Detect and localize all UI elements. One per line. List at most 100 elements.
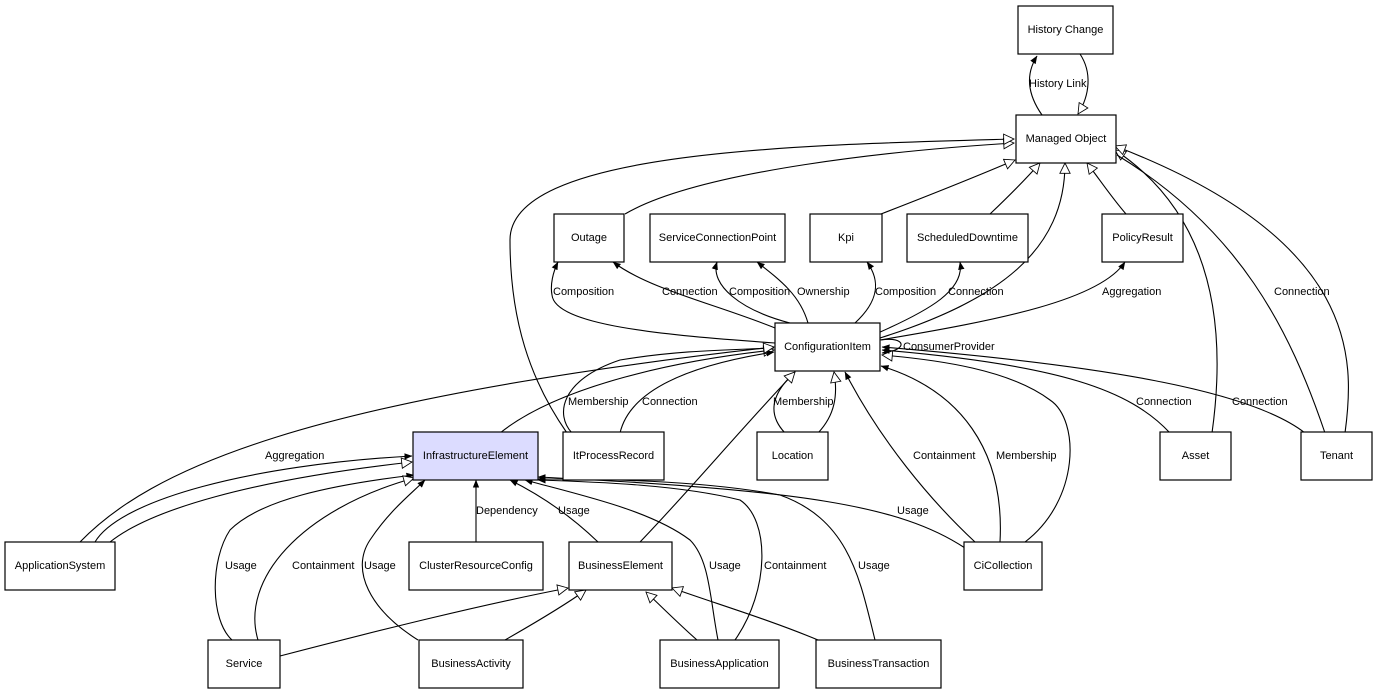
node-application-system[interactable]: ApplicationSystem [4,541,116,591]
edge-label-tenant-mo-connection: Connection [1274,286,1330,298]
edge-label-ci-downtime-connection: Connection [948,286,1004,298]
edge-downtime-inherits-managed-object [989,163,1040,215]
node-tenant[interactable]: Tenant [1300,431,1373,481]
node-label: Outage [571,232,607,244]
edge-kpi-inherits-managed-object [880,160,1015,215]
edge-label-bapp-ie-usage: Usage [709,560,741,572]
node-label: ConfigurationItem [784,341,871,353]
node-configuration-item[interactable]: ConfigurationItem [774,322,881,372]
edge-ci-downtime-connection: Connection [877,261,1004,334]
edge-ci-outage-composition: Composition [550,261,776,344]
edge-label-cluster-ie-dependency: Dependency [476,505,538,517]
node-service[interactable]: Service [207,639,281,689]
node-service-connection-point[interactable]: ServiceConnectionPoint [649,213,786,263]
edge-bapp-ie-containment: Containment [537,477,826,641]
node-cluster-resource-config[interactable]: ClusterResourceConfig [408,541,544,591]
node-infrastructure-element[interactable]: InfrastructureElement [412,431,539,481]
edge-ci-policy-aggregation: Aggregation [879,261,1161,341]
edge-label-ci-kpi-composition: Composition [875,286,936,298]
node-label: Managed Object [1026,133,1107,145]
edge-label-history-link: History Link [1029,78,1087,90]
node-business-application[interactable]: BusinessApplication [659,639,780,689]
edge-appsys-inherits-ci [79,347,774,543]
node-label: Service [226,658,263,670]
node-label: BusinessApplication [670,658,768,670]
edge-label-ci-self-consumer-provider: ConsumerProvider [903,341,995,353]
node-policy-result[interactable]: PolicyResult [1101,213,1184,263]
node-label: BusinessActivity [431,658,511,670]
edge-ci-inherits-managed-object [879,163,1065,339]
edge-collection-ie-usage: Usage [537,474,966,549]
node-managed-object[interactable]: Managed Object [1015,114,1117,164]
edge-btx-inherits-be [672,588,819,641]
node-location[interactable]: Location [756,431,829,481]
node-label: Kpi [838,232,854,244]
edge-bapp-ie-usage: Usage [524,478,741,641]
edge-activity-ie-usage: Usage [361,479,426,641]
edge-appsys-ie-aggregation: Aggregation [94,450,413,543]
node-it-process-record[interactable]: ItProcessRecord [562,431,665,481]
edge-label-ci-outage-connection: Connection [662,286,718,298]
node-label: ApplicationSystem [15,560,106,572]
node-asset[interactable]: Asset [1159,431,1232,481]
edge-location-inherits-ci [817,372,836,434]
node-outage[interactable]: Outage [553,213,625,263]
node-label: ServiceConnectionPoint [659,232,776,244]
edge-ci-outage-connection: Connection [612,261,781,331]
node-label: InfrastructureElement [423,450,528,462]
edge-asset-ci-connection: Connection [881,347,1192,434]
node-label: Asset [1182,450,1210,462]
edge-label-btx-ie-usage: Usage [858,560,890,572]
edge-label-activity-ie-usage: Usage [364,560,396,572]
edge-label-tenant-ci-connection: Connection [1232,396,1288,408]
edge-policy-inherits-managed-object [1087,163,1127,215]
edge-activity-inherits-be [504,590,586,641]
node-label: PolicyResult [1112,232,1173,244]
node-label: CiCollection [974,560,1033,572]
edge-outage-inherits-managed-object [624,143,1014,215]
edge-label-ci-scp-ownership: Ownership [797,286,850,298]
edge-label-ci-policy-aggregation: Aggregation [1102,286,1161,298]
edge-label-collection-ie-usage: Usage [897,505,929,517]
edge-ci-scp-composition: Composition [711,261,790,324]
node-label: BusinessTransaction [828,658,930,670]
edge-location-ci-membership: Membership [773,371,834,434]
edge-label-itpr-ci-connection: Connection [642,396,698,408]
node-label: ScheduledDowntime [917,232,1018,244]
node-kpi[interactable]: Kpi [809,213,883,263]
edge-ci-scp-ownership: Ownership [756,261,850,324]
edge-collection-inherits-ci [882,355,1071,543]
edge-label-service-ie-usage: Usage [225,560,257,572]
edge-cluster-ie-dependency: Dependency [472,479,538,543]
edge-history-link: History Link [1028,53,1088,116]
edge-label-collection-ci-containment: Containment [913,450,975,462]
node-label: History Change [1028,24,1104,36]
edge-appsys-inherits-ie [109,462,412,543]
edge-label-collection-ci-membership: Membership [996,450,1057,462]
edge-tenant-ci-connection: Connection [881,344,1306,434]
edge-label-bapp-ie-containment: Containment [764,560,826,572]
node-scheduled-downtime[interactable]: ScheduledDowntime [906,213,1029,263]
edge-ie-ci-membership: Membership [563,345,775,434]
edge-tenant-managed-object-connection: Connection [1116,154,1330,434]
edge-service-inherits-be [279,588,568,657]
node-business-transaction[interactable]: BusinessTransaction [815,639,942,689]
edge-label-ie-ci-membership: Membership [568,396,629,408]
edge-collection-ci-membership: Membership [880,365,1057,543]
edge-label-ci-outage-composition: Composition [553,286,614,298]
edge-ci-kpi-composition: Composition [854,261,936,324]
edge-label-service-ie-containment: Containment [292,560,354,572]
edge-label-asset-ci-connection: Connection [1136,396,1192,408]
edge-label-be-ie-usage: Usage [558,505,590,517]
edge-tenant-inherits-managed-object [1115,146,1350,434]
edge-bapp-inherits-be [646,592,698,641]
node-business-activity[interactable]: BusinessActivity [418,639,524,689]
edge-service-ie-containment: Containment [254,478,414,641]
node-history-change[interactable]: History Change [1017,5,1114,55]
edge-be-ie-usage: Usage [509,479,599,543]
edge-itpr-ci-connection: Connection [619,350,775,434]
edge-label-appsys-ie-aggregation: Aggregation [265,450,324,462]
node-ci-collection[interactable]: CiCollection [963,541,1043,591]
node-business-element[interactable]: BusinessElement [568,541,673,591]
